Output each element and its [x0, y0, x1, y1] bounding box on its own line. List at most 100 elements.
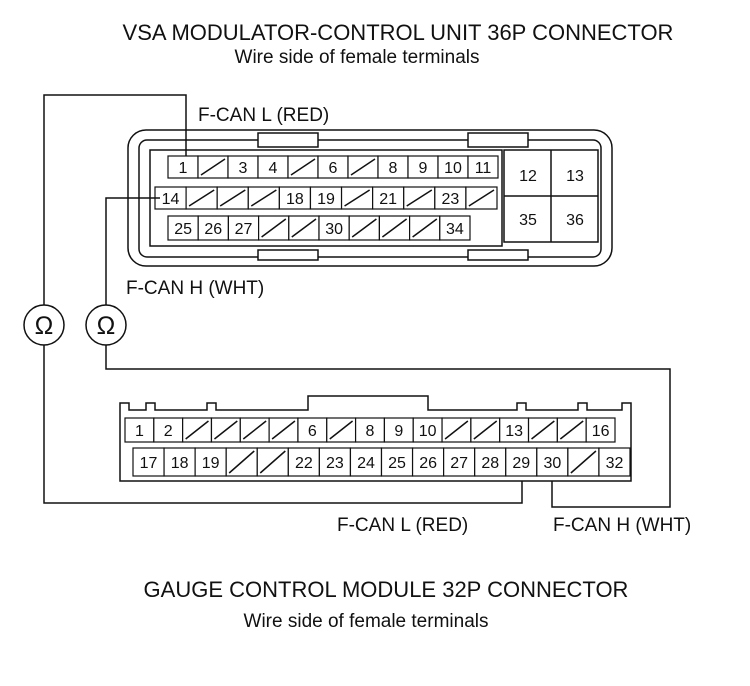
vsa-fcan-l-label: F-CAN L (RED) [198, 105, 329, 126]
gauge-row2-cell [380, 447, 414, 477]
gauge-row2-cell [474, 447, 507, 477]
vsa-row1-cell [467, 155, 499, 179]
wiring [43, 94, 671, 508]
gauge-row2-pin-30: 30 [543, 455, 561, 472]
gauge-row2-cell [598, 447, 631, 477]
gauge-row1-pin-13: 13 [505, 423, 523, 440]
gauge-row1-pin-8: 8 [366, 423, 375, 440]
gauge-row2-empty-cavity [228, 450, 255, 474]
vsa-pin-12: 12 [519, 168, 537, 185]
gauge-row2-empty-cavity [570, 450, 597, 474]
gauge-row2-cell [505, 447, 538, 477]
vsa-connector-key-right [467, 132, 529, 148]
gauge-row1-empty-cavity [329, 420, 354, 440]
vsa-row3-empty-cavity [291, 218, 317, 238]
ohmmeter-can-l: Ω [23, 304, 65, 346]
gauge-row1-empty-cavity [559, 420, 584, 440]
gauge-row2-cell [318, 447, 352, 477]
gauge-row2-pin-23: 23 [326, 455, 344, 472]
gauge-row2-pin-29: 29 [512, 455, 530, 472]
gauge-row1-pin-1: 1 [135, 423, 144, 440]
gauge-row1-pin-2: 2 [164, 423, 173, 440]
vsa-row1-pin-8: 8 [389, 160, 398, 177]
gauge-row2-pin-17: 17 [140, 455, 158, 472]
vsa-row2-empty-cavity [219, 189, 246, 207]
vsa-row3-cell [197, 215, 229, 241]
vsa-row3-pin-26: 26 [204, 221, 222, 238]
vsa-connector-key-left [257, 132, 319, 148]
vsa-row3-pin-34: 34 [446, 221, 464, 238]
vsa-fcan-h-label: F-CAN H (WHT) [126, 278, 264, 299]
gauge-row1-pin-6: 6 [308, 423, 317, 440]
vsa-row3-empty-cavity [412, 218, 438, 238]
gauge-row2-pin-19: 19 [202, 455, 220, 472]
ohmmeter-right-icon [85, 304, 127, 346]
vsa-row2-empty-cavity [406, 189, 433, 207]
vsa-pin-36: 36 [566, 212, 584, 229]
gauge-row2-cell [163, 447, 196, 477]
gauge-row2-cell [194, 447, 227, 477]
vsa-row3-empty-cavity [351, 218, 377, 238]
gauge-fcan-l-label: F-CAN L (RED) [337, 515, 468, 536]
ohmmeter-left-icon [23, 304, 65, 346]
gauge-row1-cell [297, 417, 328, 443]
vsa-row3-empty-cavity [381, 218, 408, 238]
gauge-row1-cell [124, 417, 155, 443]
vsa-row1-pin-1: 1 [179, 160, 188, 177]
gauge-row2-pin-32: 32 [606, 455, 624, 472]
vsa-pin-35: 35 [519, 212, 537, 229]
vsa-row2-empty-cavity [468, 189, 495, 207]
vsa-row1-pin-4: 4 [269, 160, 278, 177]
vsa-row3-pin-25: 25 [174, 221, 192, 238]
gauge-row1-empty-cavity [271, 420, 296, 440]
gauge-row2-pin-24: 24 [357, 455, 375, 472]
vsa-row1-empty-cavity [200, 158, 226, 176]
vsa-row1-pin-10: 10 [444, 160, 462, 177]
vsa-row1-pin-3: 3 [239, 160, 248, 177]
gauge-row2-cell [349, 447, 383, 477]
gauge-row2-pin-27: 27 [450, 455, 468, 472]
gauge-row2-empty-cavity [259, 450, 286, 474]
gauge-row2-pin-25: 25 [388, 455, 406, 472]
vsa-row3-cell [227, 215, 260, 241]
vsa-row2-pin-19: 19 [317, 191, 335, 208]
vsa-row1-pin-6: 6 [329, 160, 338, 177]
gauge-row2-cell [132, 447, 165, 477]
vsa-row2-empty-cavity [344, 189, 371, 207]
vsa-row3-empty-cavity [261, 218, 287, 238]
gauge-row1-empty-cavity [242, 420, 267, 440]
fcan-l-wire-top [43, 94, 187, 305]
vsa-row1-empty-cavity [350, 158, 376, 176]
gauge-connector-subtitle: Wire side of female terminals [244, 611, 489, 632]
vsa-connector-title: VSA MODULATOR-CONTROL UNIT 36P CONNECTOR [123, 20, 674, 45]
vsa-row1-pin-11: 11 [475, 160, 492, 177]
ohm-symbol-right: Ω [97, 312, 116, 340]
vsa-row3-cell [439, 215, 471, 241]
gauge-row1-empty-cavity [473, 420, 498, 440]
fcan-l-wire-bottom [43, 345, 523, 504]
gauge-connector-title: GAUGE CONTROL MODULE 32P CONNECTOR [144, 577, 629, 602]
gauge-fcan-h-label: F-CAN H (WHT) [553, 515, 691, 536]
gauge-row1-empty-cavity [444, 420, 469, 440]
gauge-row1-cell [585, 417, 616, 443]
vsa-row3-pin-30: 30 [325, 221, 343, 238]
gauge-row2-pin-18: 18 [171, 455, 189, 472]
gauge-row2-pin-28: 28 [481, 455, 499, 472]
vsa-connector-lower-key-right [467, 249, 529, 261]
gauge-row1-cell [383, 417, 414, 443]
ohm-symbol-left: Ω [35, 312, 54, 340]
gauge-row1-empty-cavity [185, 420, 209, 440]
gauge-row1-pin-16: 16 [592, 423, 610, 440]
vsa-row1-pin-9: 9 [419, 160, 428, 177]
vsa-row2-pin-21: 21 [379, 191, 397, 208]
gauge-row2-cell [287, 447, 320, 477]
vsa-row2-pin-14: 14 [162, 191, 180, 208]
vsa-connector-lower-key-left [257, 249, 319, 261]
ohmmeter-can-h: Ω [85, 304, 127, 346]
gauge-row2-cell [411, 447, 445, 477]
